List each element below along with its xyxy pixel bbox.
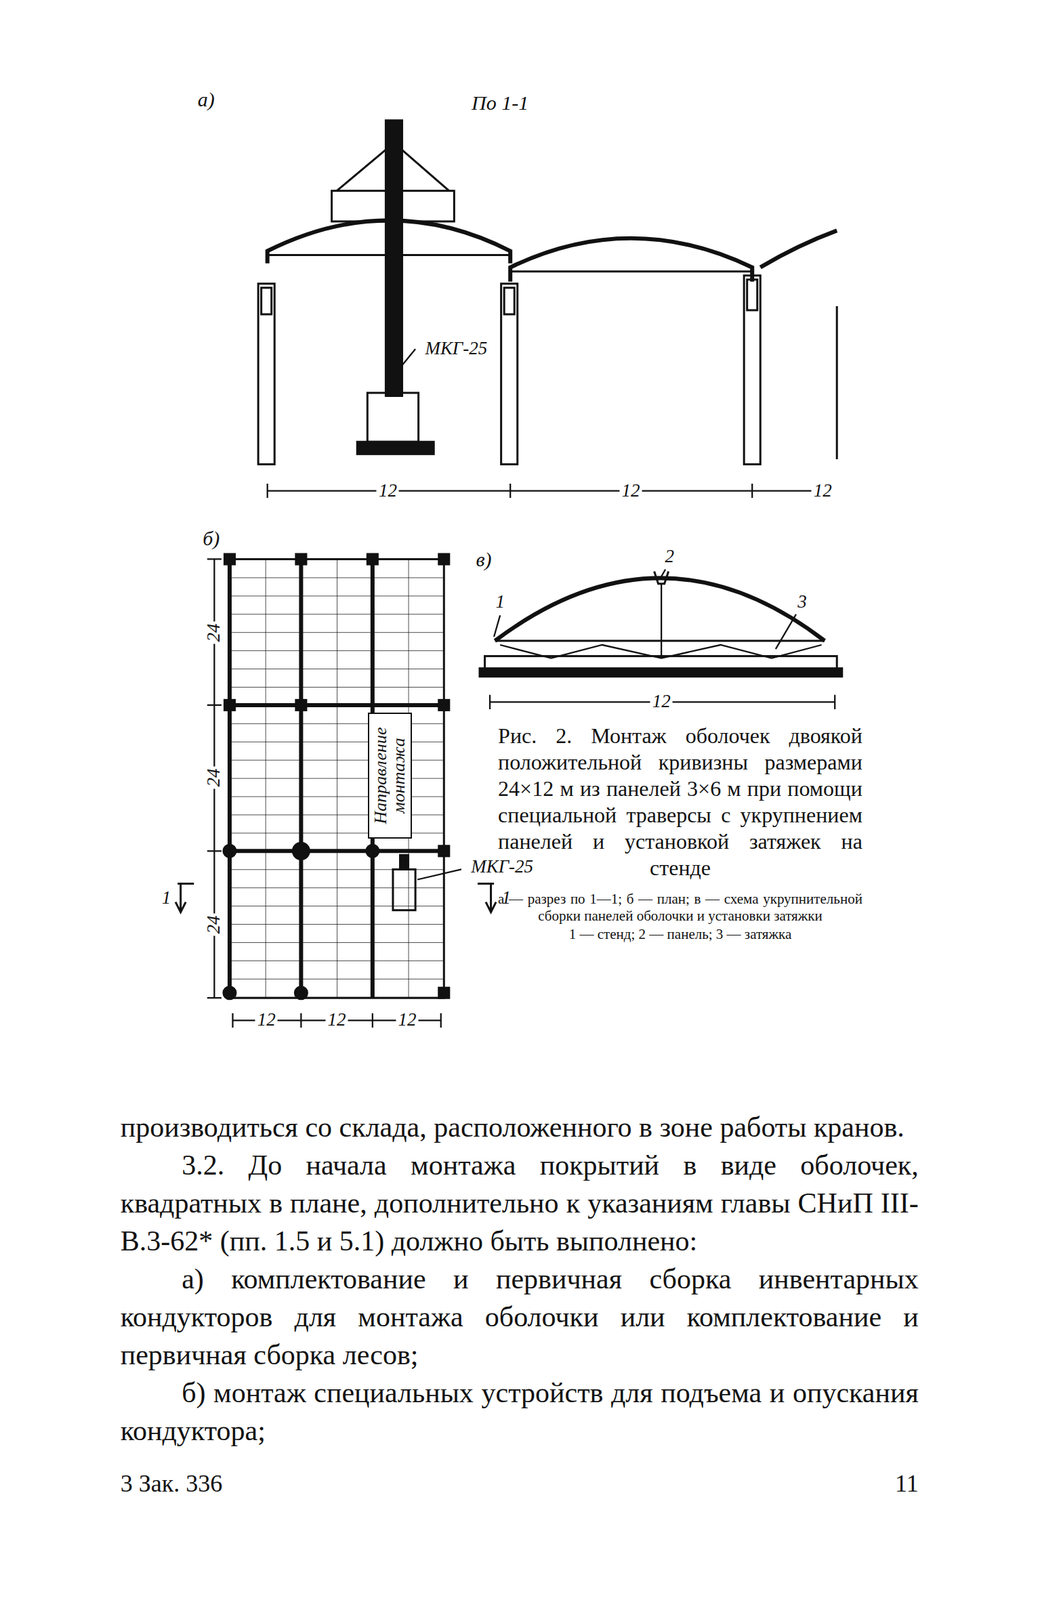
installed-shell: [760, 230, 837, 267]
dimension: 12: [811, 481, 835, 502]
column: [743, 275, 761, 465]
crane-body: [367, 392, 419, 442]
figure-letter: б): [200, 526, 222, 549]
callout-number: 3: [795, 592, 809, 613]
column-mark: [223, 844, 236, 858]
paragraph: 3.2. До начала монтажа покрытий в виде о…: [120, 1146, 919, 1261]
dimension: 12: [396, 1010, 419, 1032]
leader-line: [402, 348, 416, 366]
dimension: 24: [203, 621, 225, 644]
leader-line: [417, 869, 462, 880]
caption-block: Рис. 2. Монтаж оболочек двоякой положите…: [497, 722, 863, 944]
column-mark: [296, 699, 307, 711]
dimension-line: [267, 489, 832, 492]
dimension: 12: [376, 481, 400, 502]
section-title: По 1-1: [469, 90, 531, 114]
dimension: 24: [203, 913, 225, 936]
column-mark: [224, 554, 235, 565]
column-mark: [224, 699, 235, 711]
plan-view: [175, 554, 496, 1028]
plan-grid: [229, 558, 444, 998]
panel-joint: [654, 571, 669, 585]
installed-shell: [510, 238, 753, 282]
crane-label: МКГ-25: [422, 338, 490, 360]
tie-rod: [495, 639, 826, 642]
shell-panel: [495, 577, 826, 641]
stand-base: [479, 668, 843, 677]
figure-letter: в): [474, 548, 494, 571]
dimension: 12: [619, 481, 642, 502]
crane-boom: [400, 855, 409, 870]
column-mark: [439, 846, 450, 857]
crane-plan: [392, 869, 416, 910]
body-text: производиться со склада, расположенного …: [120, 1108, 919, 1450]
column: [501, 283, 518, 465]
column-mark: [439, 987, 450, 998]
paragraph: а) комплектование и первичная сборка инв…: [120, 1260, 919, 1375]
leader-line: [775, 614, 797, 650]
hanger: [660, 584, 662, 659]
callout-number: 2: [662, 547, 677, 568]
column-marks: [223, 554, 450, 1000]
crane-mast: [385, 120, 402, 397]
direction-text: Направление монтажа: [371, 717, 409, 835]
dimension: 12: [255, 1010, 278, 1032]
section-mark: [477, 884, 496, 913]
section-view: [258, 120, 837, 498]
column-mark: [223, 987, 236, 1000]
dimension: 12: [325, 1010, 349, 1032]
dimension: 24: [203, 766, 225, 789]
figure-letter: а): [195, 88, 217, 111]
column-mark: [292, 842, 309, 860]
column: [258, 283, 275, 465]
caption-legend: 1 — стенд; 2 — панель; 3 — затяжка: [497, 926, 863, 944]
section-mark: 1: [159, 888, 174, 909]
column-edge: [836, 306, 839, 460]
column-mark: [367, 554, 378, 565]
direction-box: Направление монтажа: [367, 712, 412, 839]
crane-label: МКГ-25: [468, 857, 536, 879]
column-mark: [439, 554, 450, 565]
paragraph: производиться со склада, расположенного …: [120, 1108, 919, 1147]
footer-note: 3 Зак. 336: [120, 1469, 223, 1499]
shell-tie: [510, 270, 753, 273]
column-head: [261, 287, 272, 315]
assembly-scheme: [479, 569, 843, 710]
paragraph: б) монтаж специальных устройств для подъ…: [120, 1374, 919, 1450]
column-mark: [439, 699, 450, 711]
bay-lines: [227, 558, 232, 998]
dimension: 12: [650, 692, 673, 713]
section-mark: [175, 884, 194, 913]
leader-line: [493, 615, 501, 637]
crane-tracks: [357, 441, 434, 454]
bay-lines: [229, 558, 444, 998]
column-head: [504, 287, 515, 315]
leader-line: [661, 569, 666, 578]
callout-number: 1: [493, 592, 507, 613]
page-number: 11: [895, 1469, 919, 1499]
column-mark: [296, 554, 307, 565]
column-mark: [366, 844, 379, 858]
column-mark: [294, 987, 307, 1000]
figure-caption: Рис. 2. Монтаж оболочек двоякой положите…: [497, 722, 863, 882]
caption-legend: а — разрез по 1—1; б — план; в — схема у…: [497, 890, 863, 925]
column-head: [747, 279, 758, 311]
dimension-ticks: [267, 483, 753, 498]
